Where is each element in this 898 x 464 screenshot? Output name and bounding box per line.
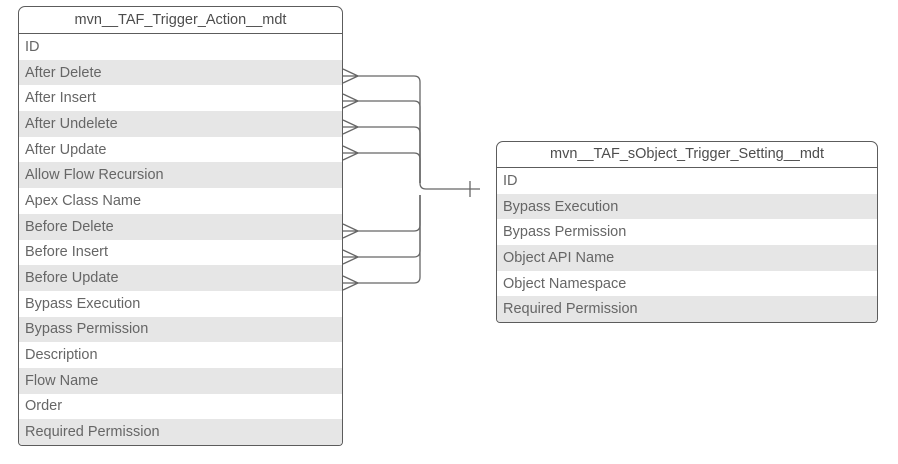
attribute-row[interactable]: Bypass Execution [497,193,877,220]
attribute-row[interactable]: After Undelete [19,111,342,137]
attribute-row[interactable]: ID [497,168,877,194]
entity-sobject-trigger-setting[interactable]: mvn__TAF_sObject_Trigger_Setting__mdt ID… [496,141,878,324]
link-after-undelete [358,126,421,183]
attribute-row[interactable]: Before Update [19,265,342,291]
attribute-row[interactable]: Bypass Permission [19,316,342,343]
link-before-delete [358,195,421,232]
attribute-row[interactable]: Bypass Permission [497,219,877,246]
attribute-row[interactable]: Before Delete [19,213,342,240]
attribute-row[interactable]: Required Permission [497,296,877,323]
attribute-row[interactable]: Required Permission [19,419,342,445]
crowsfoot-before-update [342,275,359,291]
link-after-update [358,152,421,183]
attribute-row[interactable]: ID [19,34,342,60]
attribute-row[interactable]: Description [19,342,342,368]
entity-trigger-action-attributes: ID After Delete After Insert After Undel… [18,34,343,446]
crowsfoot-after-update [342,145,359,161]
attribute-row[interactable]: Object API Name [497,245,877,271]
link-after-delete [358,75,480,190]
link-before-insert [358,195,421,258]
crowsfoot-after-insert [342,93,359,109]
attribute-row[interactable]: Before Insert [19,239,342,266]
attribute-row[interactable]: Object Namespace [497,270,877,297]
attribute-row[interactable]: Flow Name [19,367,342,394]
attribute-row[interactable]: After Delete [19,59,342,86]
entity-trigger-action-title: mvn__TAF_Trigger_Action__mdt [18,6,343,34]
crowsfoot-before-insert [342,249,359,265]
entity-trigger-action[interactable]: mvn__TAF_Trigger_Action__mdt ID After De… [18,6,343,446]
attribute-row[interactable]: After Update [19,136,342,163]
crowsfoot-before-delete [342,223,359,239]
attribute-row[interactable]: Order [19,393,342,420]
entity-sobject-trigger-setting-attributes: ID Bypass Execution Bypass Permission Ob… [496,168,878,324]
attribute-row[interactable]: After Insert [19,85,342,112]
attribute-row[interactable]: Bypass Execution [19,290,342,317]
crowsfoot-after-delete [342,68,359,84]
link-after-insert [358,100,421,183]
attribute-row[interactable]: Apex Class Name [19,188,342,214]
link-before-update [358,195,421,284]
crowsfoot-after-undelete [342,119,359,135]
entity-sobject-trigger-setting-title: mvn__TAF_sObject_Trigger_Setting__mdt [496,141,878,168]
attribute-row[interactable]: Allow Flow Recursion [19,162,342,189]
